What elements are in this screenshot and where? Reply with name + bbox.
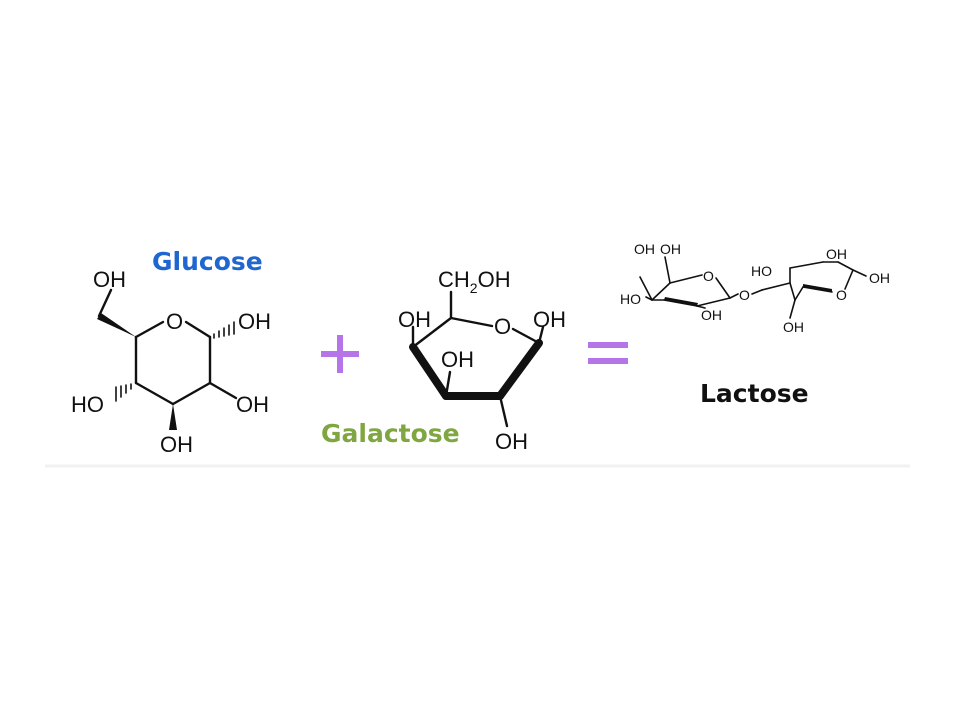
- galactose-bond: [511, 327, 541, 345]
- glucose-hashed-bond: [115, 383, 132, 402]
- lactose-bond: [761, 282, 791, 291]
- lactose-bond: [639, 276, 653, 301]
- lactose-bond: [696, 305, 706, 309]
- glucose-atom-oh: OH: [160, 432, 193, 457]
- lactose-atom-ho: HO: [620, 291, 641, 307]
- lactose-atom-oh: OH: [701, 307, 722, 323]
- galactose-bold-bond: [496, 339, 543, 400]
- lactose-bond: [729, 293, 739, 299]
- glucose-structure: Glucose OH O OH: [71, 247, 271, 457]
- lactose-bond: [789, 282, 796, 301]
- lactose-atom-oh: OH: [826, 246, 847, 262]
- galactose-bond: [537, 325, 545, 345]
- galactose-atom-oh: OH: [495, 429, 528, 454]
- lactose-atom-oh: OH: [783, 319, 804, 335]
- glucose-bond: [134, 320, 165, 339]
- lactose-bond: [651, 282, 671, 301]
- glucose-atom-oh: OH: [236, 392, 269, 417]
- lactose-bond: [645, 296, 653, 301]
- lactose-wedge-bond: [803, 284, 832, 292]
- galactose-atom-oh: OH: [398, 307, 431, 332]
- lactose-bond: [844, 269, 854, 290]
- glucose-bond: [97, 288, 113, 318]
- lactose-bond: [664, 256, 671, 284]
- lactose-bond: [696, 297, 731, 307]
- lactose-atom-bridge-o: O: [739, 287, 750, 303]
- lactose-bond: [789, 261, 824, 269]
- glucose-atom-oh: OH: [238, 309, 271, 334]
- galactose-bond: [411, 316, 453, 349]
- lactose-atom-ho: HO: [751, 263, 772, 279]
- galactose-bold-bond: [409, 343, 450, 400]
- galactose-atom-ch2: CH2OH: [438, 267, 511, 296]
- glucose-hashed-bond: [213, 321, 235, 339]
- lactose-atom-oh: OH: [634, 241, 655, 257]
- glucose-label: Glucose: [152, 247, 263, 276]
- glucose-bond: [208, 381, 238, 400]
- galactose-bond: [444, 370, 452, 398]
- lactose-bond: [715, 277, 731, 299]
- lactose-atom-ring-o: O: [703, 268, 714, 284]
- glucose-bond: [134, 381, 175, 406]
- lactose-atom-oh: OH: [869, 270, 890, 286]
- lactose-bond: [669, 274, 703, 284]
- galactose-structure: CH2OH OH O OH OH OH Galactose: [321, 267, 566, 454]
- galactose-atom-ring-o: O: [494, 314, 511, 339]
- galactose-bond: [449, 316, 494, 328]
- glucose-bond: [184, 320, 212, 339]
- lactose-bond: [837, 261, 854, 271]
- glucose-atom-ho: HO: [71, 392, 104, 417]
- lactose-bond: [751, 289, 763, 295]
- lactose-atom-ring-o: O: [836, 287, 847, 303]
- lactose-bond: [789, 299, 796, 319]
- glucose-wedge-bond: [97, 313, 136, 337]
- lactose-atom-oh: OH: [660, 241, 681, 257]
- equals-sign: [588, 342, 628, 364]
- galactose-atom-oh: OH: [441, 347, 474, 372]
- galactose-bond: [498, 394, 509, 428]
- glucose-wedge-bond: [169, 404, 177, 430]
- glucose-atom-ring-o: O: [166, 309, 183, 334]
- plus-sign: [321, 335, 359, 373]
- galactose-label: Galactose: [321, 419, 460, 448]
- glucose-bond: [171, 381, 212, 406]
- lactose-structure: OH OH O HO OH O HO OH O OH OH Lactose: [620, 241, 890, 408]
- glucose-atom-oh: OH: [93, 267, 126, 292]
- lactose-bond: [852, 269, 867, 277]
- galactose-atom-oh: OH: [533, 307, 566, 332]
- lactose-bond: [794, 286, 804, 301]
- lactose-label: Lactose: [700, 379, 809, 408]
- lactose-wedge-bond: [664, 297, 698, 306]
